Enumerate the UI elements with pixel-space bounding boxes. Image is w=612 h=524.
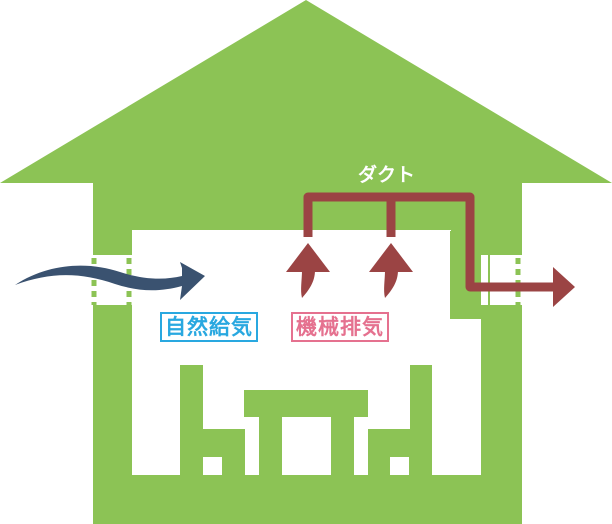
furniture: [180, 365, 432, 475]
right-chair-back: [410, 365, 432, 475]
duct: [303, 192, 555, 292]
exhaust-up-arrow-icon: [369, 243, 413, 298]
table-leg-left: [259, 417, 282, 475]
table-leg-right: [331, 417, 354, 475]
duct-label: ダクト: [358, 164, 416, 186]
natural-supply-label: 自然給気: [160, 312, 258, 342]
exhaust-out-arrow-icon: [553, 267, 575, 307]
natural-supply-arrow-icon: [15, 262, 205, 300]
right-wall-opening: [481, 255, 522, 305]
room-interior: [132, 230, 481, 475]
exhaust-up-arrow-icon: [286, 243, 330, 298]
table-top: [244, 390, 368, 417]
mechanical-exhaust-label: 機械排気: [291, 312, 389, 342]
left-chair-back: [180, 365, 203, 475]
